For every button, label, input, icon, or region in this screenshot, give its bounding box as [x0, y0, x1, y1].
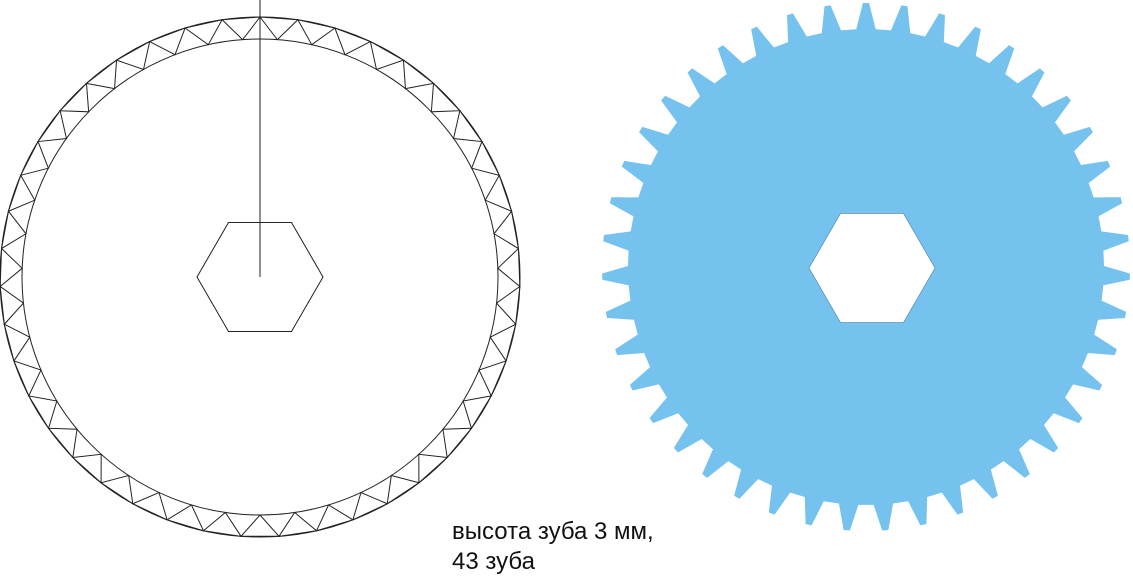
tooth-triangle	[85, 59, 118, 90]
tooth-triangle	[277, 511, 318, 537]
tooth-triangle	[489, 323, 517, 363]
tooth-triangle	[202, 511, 243, 537]
tooth-triangle	[315, 504, 355, 532]
gear-filled	[602, 3, 1130, 531]
tooth-triangle	[484, 174, 513, 213]
tooth-triangle	[71, 453, 102, 484]
tooth-triangle	[183, 19, 224, 46]
tooth-triangle	[220, 16, 262, 41]
tooth-triangle	[131, 491, 168, 521]
tooth-triangle	[296, 19, 337, 46]
tooth-triangle	[462, 395, 493, 430]
tooth-triangle	[497, 247, 521, 288]
tooth-triangle	[165, 504, 205, 532]
caption: высота зуба 3 мм, 43 зуба	[452, 517, 654, 577]
caption-line-1: высота зуба 3 мм,	[452, 518, 654, 545]
tooth-triangle	[418, 453, 449, 484]
tooth-triangle	[386, 474, 421, 505]
tooth-triangle	[37, 109, 68, 143]
tooth-triangle	[59, 82, 90, 113]
tooth-triangle	[3, 323, 31, 363]
tooth-triangle	[7, 174, 36, 213]
tooth-triangle	[478, 360, 507, 398]
gear-construction-drawing	[0, 0, 521, 538]
tooth-triangle	[19, 140, 50, 177]
tooth-triangle	[239, 514, 281, 537]
tooth-triangle	[47, 427, 78, 459]
tooth-triangle	[334, 27, 372, 56]
hexagon-hole-outline	[196, 221, 324, 333]
tooth-triangle	[99, 474, 134, 505]
caption-line-2: 43 зуба	[452, 548, 535, 575]
tooth-triangle	[27, 395, 58, 430]
tooth-triangle	[402, 59, 435, 90]
tooth-triangle	[0, 247, 23, 288]
tooth-triangles	[0, 16, 521, 537]
tooth-triangle	[115, 40, 151, 71]
tooth-triangle	[13, 360, 42, 398]
tooth-triangle	[148, 27, 186, 56]
tooth-triangle	[0, 285, 25, 326]
tooth-triangle	[258, 16, 300, 41]
hexagon-hole	[808, 213, 936, 323]
tooth-triangle	[495, 285, 521, 326]
tooth-triangle	[430, 82, 461, 113]
tooth-triangle	[493, 210, 520, 250]
tooth-triangle	[0, 210, 27, 250]
tooth-triangle	[369, 40, 405, 71]
tooth-triangle	[352, 491, 389, 521]
tooth-triangle	[442, 427, 473, 459]
tooth-triangle	[470, 140, 501, 177]
tooth-triangle	[452, 109, 483, 143]
